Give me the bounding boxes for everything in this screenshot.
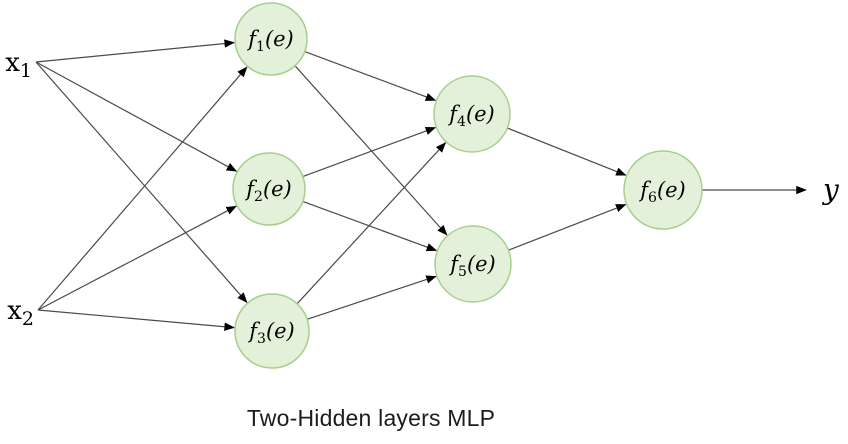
- edge-f1-f4: [304, 51, 437, 101]
- node-f1-circle: [234, 2, 308, 76]
- node-f5: f5(e): [434, 225, 512, 303]
- edge-f5-f6: [508, 203, 627, 251]
- node-f1: f1(e): [234, 2, 308, 76]
- edge-x2-f1: [37, 66, 248, 311]
- edge-x1-f3: [35, 61, 248, 303]
- edge-x2-f3: [37, 309, 235, 331]
- node-f3: f3(e): [234, 293, 310, 369]
- edge-x1-f2: [35, 61, 238, 172]
- node-f4: f4(e): [433, 75, 511, 153]
- node-f3-label: f3(e): [247, 319, 295, 347]
- node-f6: f6(e): [623, 150, 703, 230]
- edge-x2-f2: [37, 205, 237, 311]
- node-f2-label: f2(e): [244, 177, 292, 205]
- edge-f1-f5: [294, 65, 448, 236]
- edge-f3-f5: [306, 275, 437, 320]
- edge-f2-f4: [302, 126, 437, 178]
- input-label-x2: x2: [7, 296, 34, 330]
- node-f5-circle: [434, 225, 512, 303]
- node-f6-circle: [623, 150, 703, 230]
- input-label-x1: x1: [5, 48, 32, 82]
- node-f4-label: f4(e): [447, 102, 495, 130]
- node-f1-label: f1(e): [246, 27, 294, 55]
- node-f3-circle: [234, 293, 310, 369]
- node-f2-circle: [232, 152, 306, 226]
- output-label-y: y: [821, 173, 840, 206]
- node-f2: f2(e): [232, 152, 306, 226]
- edge-x1-f1: [35, 39, 235, 63]
- node-f6-label: f6(e): [638, 178, 686, 206]
- diagram-caption: Two-Hidden layers MLP: [246, 405, 496, 431]
- node-f4-circle: [433, 75, 511, 153]
- node-f5-label: f5(e): [448, 252, 496, 280]
- edge-f4-f6: [507, 127, 627, 176]
- edge-f3-f4: [296, 142, 447, 305]
